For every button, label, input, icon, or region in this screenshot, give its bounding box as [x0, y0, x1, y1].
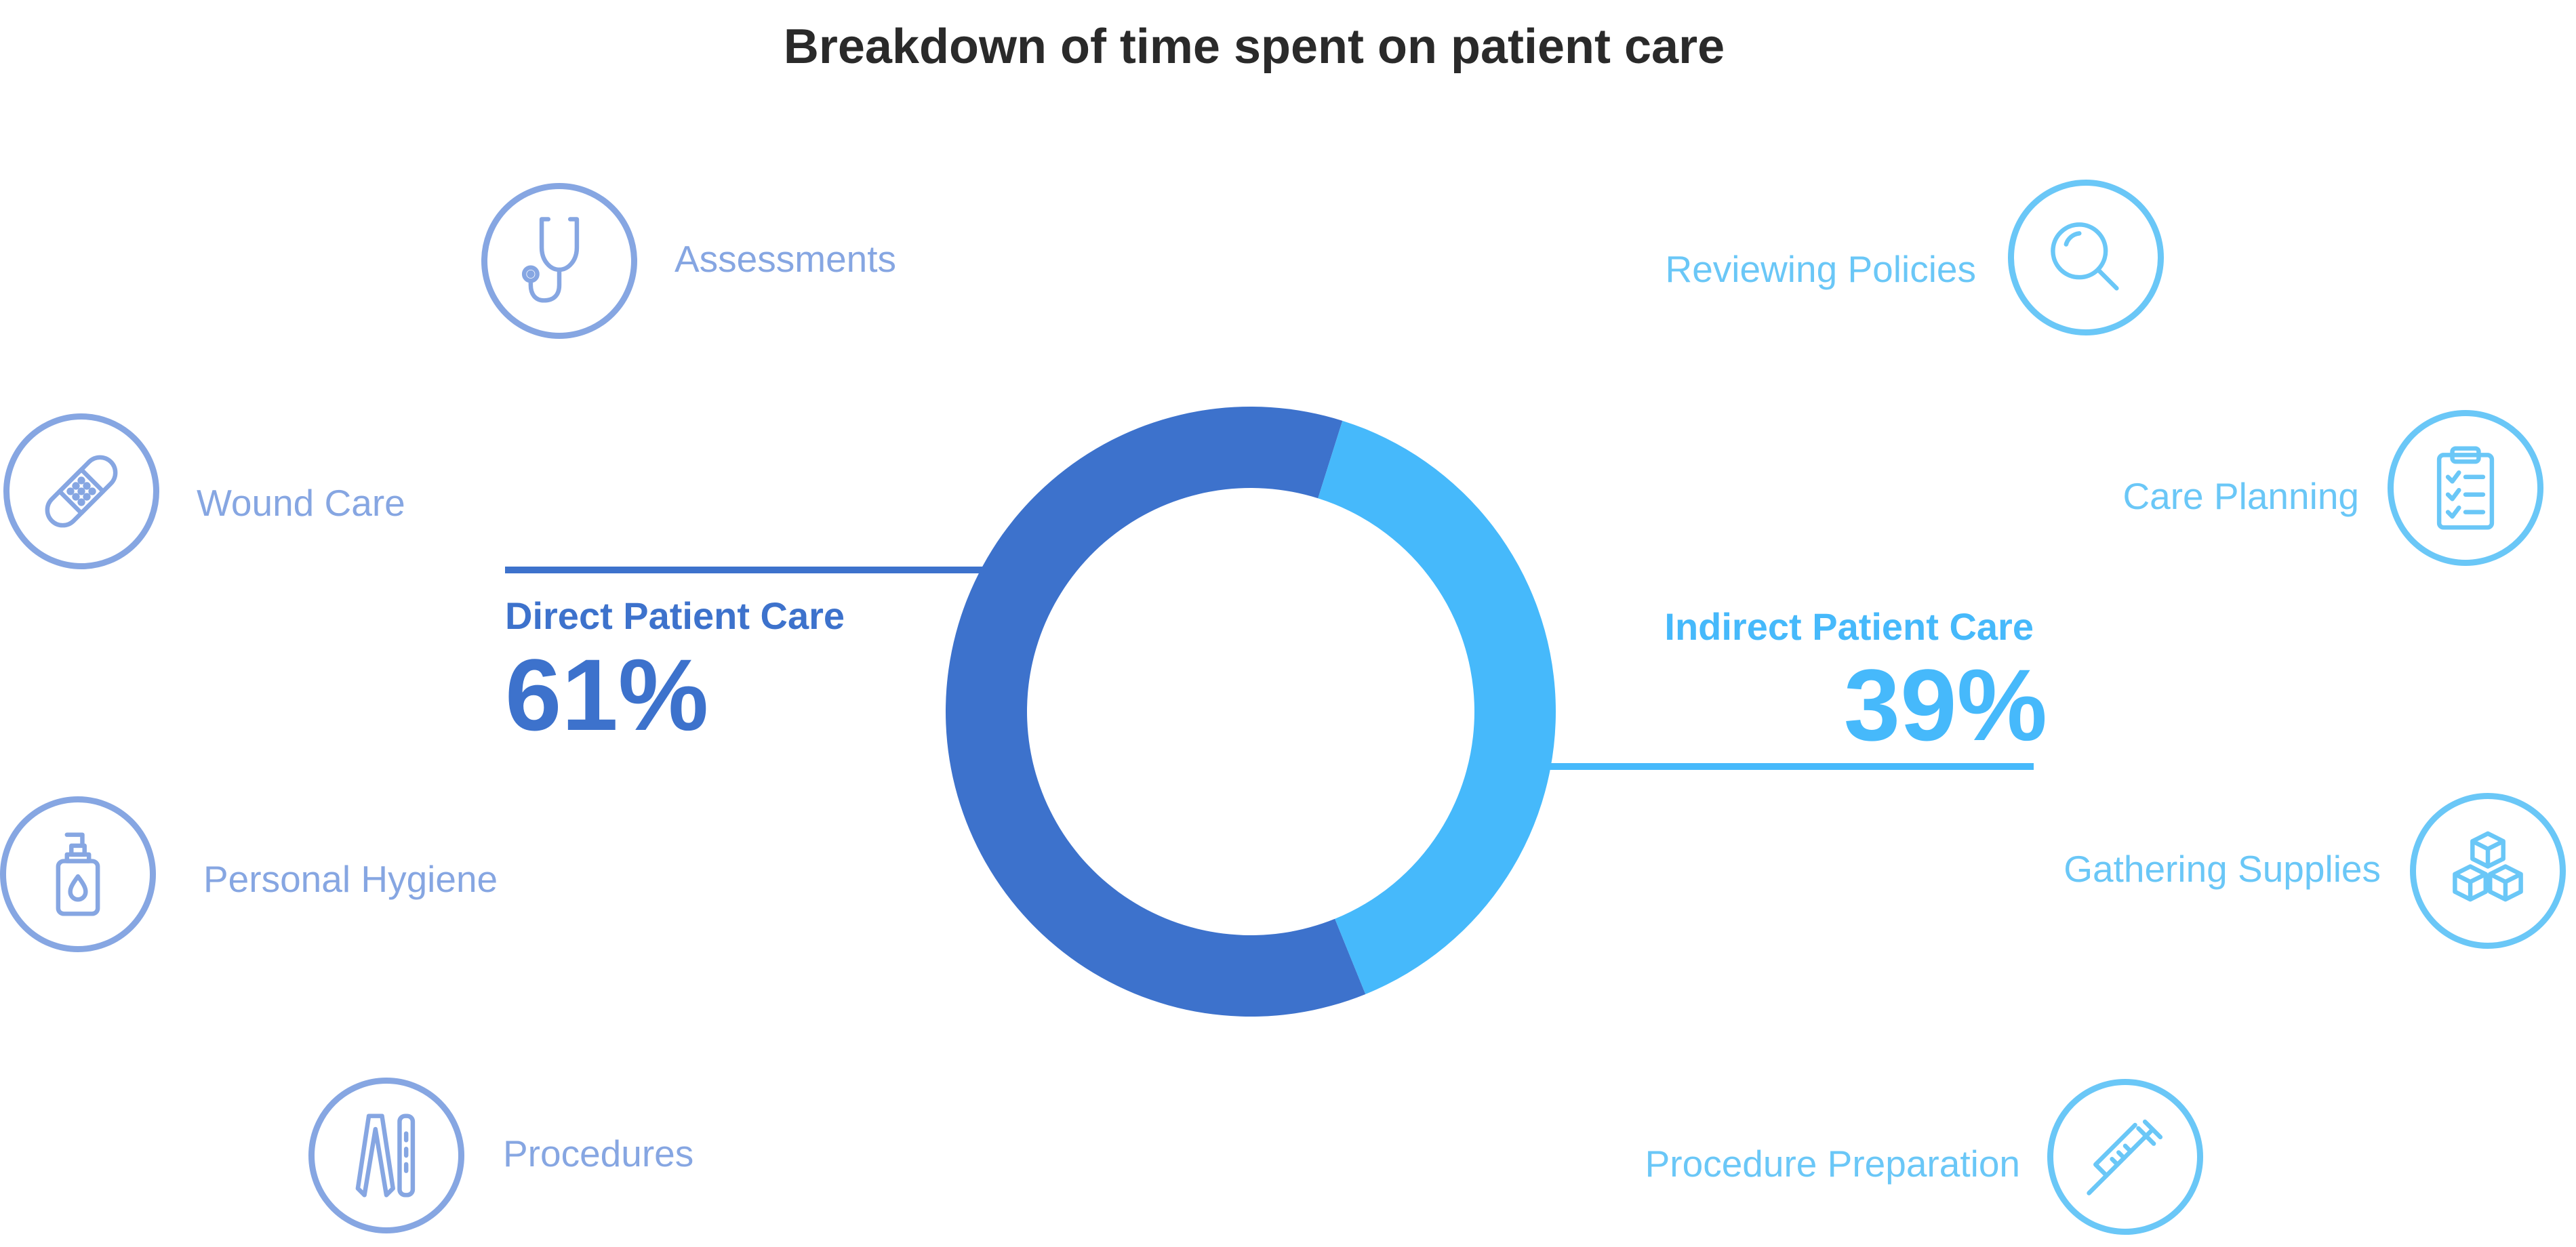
wound-care-icon-circle: [3, 413, 159, 569]
procedure-preparation-icon-circle: [2047, 1079, 2203, 1235]
care-planning-icon-circle: [2388, 410, 2543, 566]
indirect-segment-value: 39%: [1843, 648, 2047, 762]
donut-segment-direct: [946, 407, 1366, 1017]
direct-segment-value: 61%: [505, 638, 709, 752]
clipboard-checklist-icon: [2436, 446, 2495, 530]
tweezers-icon: [355, 1113, 416, 1198]
direct-connector-line: [505, 567, 986, 573]
soap-dispenser-icon: [56, 832, 100, 916]
personal-hygiene-icon-circle: [0, 796, 156, 952]
chart-title: Breakdown of time spent on patient care: [783, 20, 1725, 74]
procedures-icon-circle: [308, 1078, 464, 1233]
indirect-connector-line: [1539, 763, 2034, 770]
direct-segment-label: Direct Patient Care: [505, 594, 845, 637]
bandage-icon: [45, 455, 118, 528]
boxes-icon: [2453, 831, 2523, 902]
activity-label-care-planning: Care Planning: [2122, 475, 2359, 517]
activity-label-reviewing-policies: Reviewing Policies: [1665, 248, 1976, 290]
activity-label-procedures: Procedures: [503, 1132, 694, 1174]
donut-chart: [946, 407, 1556, 1017]
donut-segment-indirect: [1318, 420, 1556, 994]
magnifier-icon: [2051, 222, 2119, 291]
assessments-icon-circle: [481, 183, 637, 339]
indirect-segment-label: Indirect Patient Care: [1664, 605, 2034, 648]
activity-label-assessments: Assessments: [675, 238, 897, 280]
stethoscope-icon: [521, 217, 580, 303]
activity-label-wound-care: Wound Care: [197, 482, 405, 524]
activity-label-gathering-supplies: Gathering Supplies: [2064, 848, 2381, 890]
syringe-icon: [2087, 1119, 2163, 1195]
activity-label-personal-hygiene: Personal Hygiene: [203, 858, 498, 900]
activity-label-procedure-preparation: Procedure Preparation: [1645, 1143, 2020, 1185]
reviewing-policies-icon-circle: [2008, 180, 2164, 335]
gathering-supplies-icon-circle: [2410, 793, 2566, 949]
